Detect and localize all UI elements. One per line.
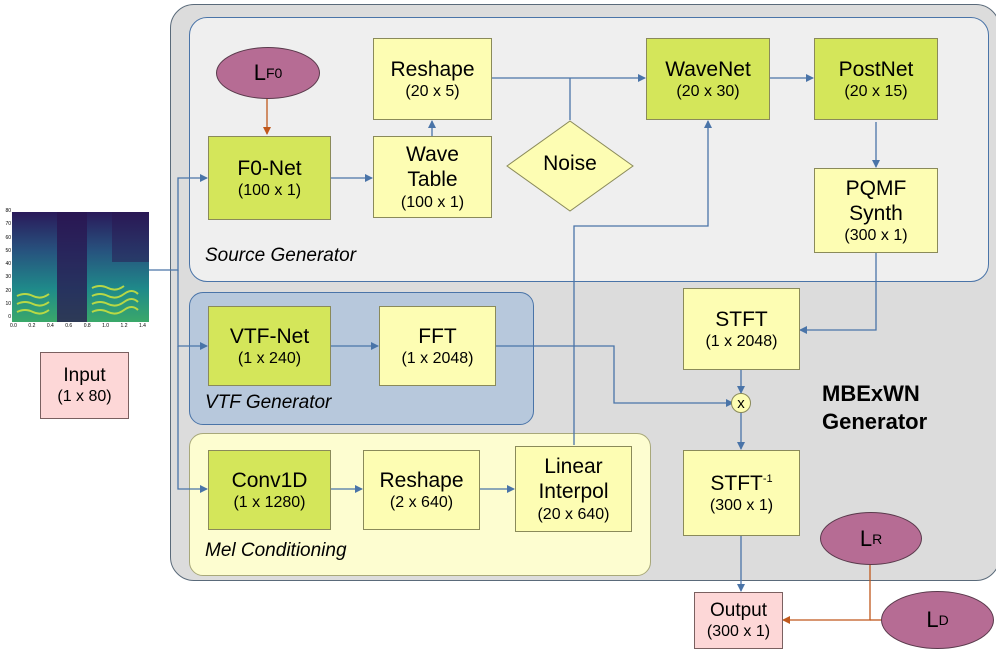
conv1d-name: Conv1D: [231, 468, 308, 492]
vtf-net-block: VTF-Net (1 x 240): [208, 306, 331, 386]
y-tick: 20: [5, 287, 11, 294]
f0-net-name: F0-Net: [237, 156, 302, 180]
f0-net-dims: (100 x 1): [237, 182, 302, 199]
vtf-net-name: VTF-Net: [229, 324, 310, 348]
pqmf-synth-name: PQMF Synth: [845, 176, 907, 225]
y-tick: 0: [8, 314, 11, 320]
x-tick: 0.2: [28, 323, 36, 329]
loss-r-main: L: [859, 525, 873, 551]
wavenet-name: WaveNet: [665, 57, 751, 81]
fft-block: FFT (1 x 2048): [379, 306, 496, 386]
input-name: Input: [63, 364, 106, 386]
pqmf-synth-dims: (300 x 1): [844, 227, 908, 245]
y-tick: 80: [5, 208, 11, 214]
wave-table-name: Wave Table: [406, 143, 459, 192]
spectrogram-y-ticks: 80 70 60 50 40 30 20 10 0: [0, 208, 11, 320]
loss-f0-sub: F0: [265, 65, 283, 81]
input-spectrogram: 80 70 60 50 40 30 20 10 0: [0, 208, 150, 332]
wavenet-block: WaveNet (20 x 30): [646, 38, 770, 120]
loss-f0-main: L: [253, 60, 266, 85]
linear-interpol-name: Linear Interpol: [538, 455, 609, 504]
spectrogram-image: [12, 212, 149, 322]
reshape-source-block: Reshape (20 x 5): [373, 38, 492, 120]
linear-interpol-block: Linear Interpol (20 x 640): [515, 446, 632, 532]
istft-name-wrap: STFT-1: [710, 471, 772, 496]
loss-d-main: L: [926, 607, 939, 632]
istft-name: STFT: [710, 471, 763, 495]
y-tick: 40: [5, 261, 11, 267]
output-block: Output (300 x 1): [694, 592, 783, 649]
mel-conditioning-label: Mel Conditioning: [205, 540, 347, 561]
conv1d-dims: (1 x 1280): [233, 494, 306, 511]
postnet-dims: (20 x 15): [844, 83, 908, 100]
conv1d-block: Conv1D (1 x 1280): [208, 450, 331, 530]
y-tick: 50: [5, 247, 11, 254]
x-tick: 0.0: [10, 323, 17, 329]
stft-block: STFT (1 x 2048): [683, 288, 800, 370]
input-block: Input (1 x 80): [40, 352, 129, 419]
output-dims: (300 x 1): [706, 623, 771, 641]
pqmf-synth-block: PQMF Synth (300 x 1): [814, 168, 938, 253]
reshape-mel-name: Reshape: [379, 468, 464, 492]
input-dims: (1 x 80): [57, 388, 112, 406]
fft-dims: (1 x 2048): [401, 350, 474, 367]
reshape-source-dims: (20 x 5): [405, 83, 460, 100]
vtf-net-dims: (1 x 240): [237, 350, 302, 367]
x-tick: 1.2: [120, 323, 128, 329]
loss-d-sub: D: [938, 612, 949, 628]
output-name: Output: [709, 599, 768, 621]
y-tick: 70: [5, 221, 11, 228]
linear-interpol-dims: (20 x 640): [537, 505, 610, 523]
f0-net-block: F0-Net (100 x 1): [208, 136, 331, 220]
spectrogram-x-ticks: 0.0 0.2 0.4 0.6 0.8 1.0 1.2 1.4: [10, 323, 146, 329]
wave-table-dims: (100 x 1): [400, 193, 465, 211]
istft-block: STFT-1 (300 x 1): [683, 450, 800, 536]
reshape-mel-block: Reshape (2 x 640): [363, 450, 480, 530]
x-tick: 0.8: [83, 323, 91, 329]
istft-sup: -1: [762, 472, 773, 485]
x-tick: 1.4: [138, 323, 146, 329]
y-tick: 10: [5, 300, 11, 307]
wave-table-block: Wave Table (100 x 1): [373, 136, 492, 218]
source-generator-label: Source Generator: [205, 245, 357, 266]
mbexwn-generator-label: MBExWN Generator: [822, 381, 928, 434]
vtf-generator-label: VTF Generator: [205, 392, 332, 413]
stft-dims: (1 x 2048): [705, 333, 778, 350]
wavenet-dims: (20 x 30): [676, 83, 740, 100]
x-tick: 0.6: [65, 323, 73, 329]
x-tick: 0.4: [46, 323, 54, 329]
istft-dims: (300 x 1): [709, 497, 774, 514]
x-tick: 1.0: [102, 323, 110, 329]
fft-name: FFT: [418, 324, 457, 348]
y-tick: 60: [5, 234, 11, 241]
reshape-source-name: Reshape: [390, 57, 475, 81]
multiply-node: x: [731, 393, 751, 413]
loss-r-sub: R: [872, 530, 883, 547]
stft-name: STFT: [715, 307, 768, 331]
postnet-block: PostNet (20 x 15): [814, 38, 938, 120]
noise-label: Noise: [543, 152, 597, 175]
y-tick: 30: [5, 274, 11, 281]
noise-diamond: [506, 120, 634, 212]
reshape-mel-dims: (2 x 640): [389, 494, 454, 511]
postnet-name: PostNet: [838, 57, 914, 81]
